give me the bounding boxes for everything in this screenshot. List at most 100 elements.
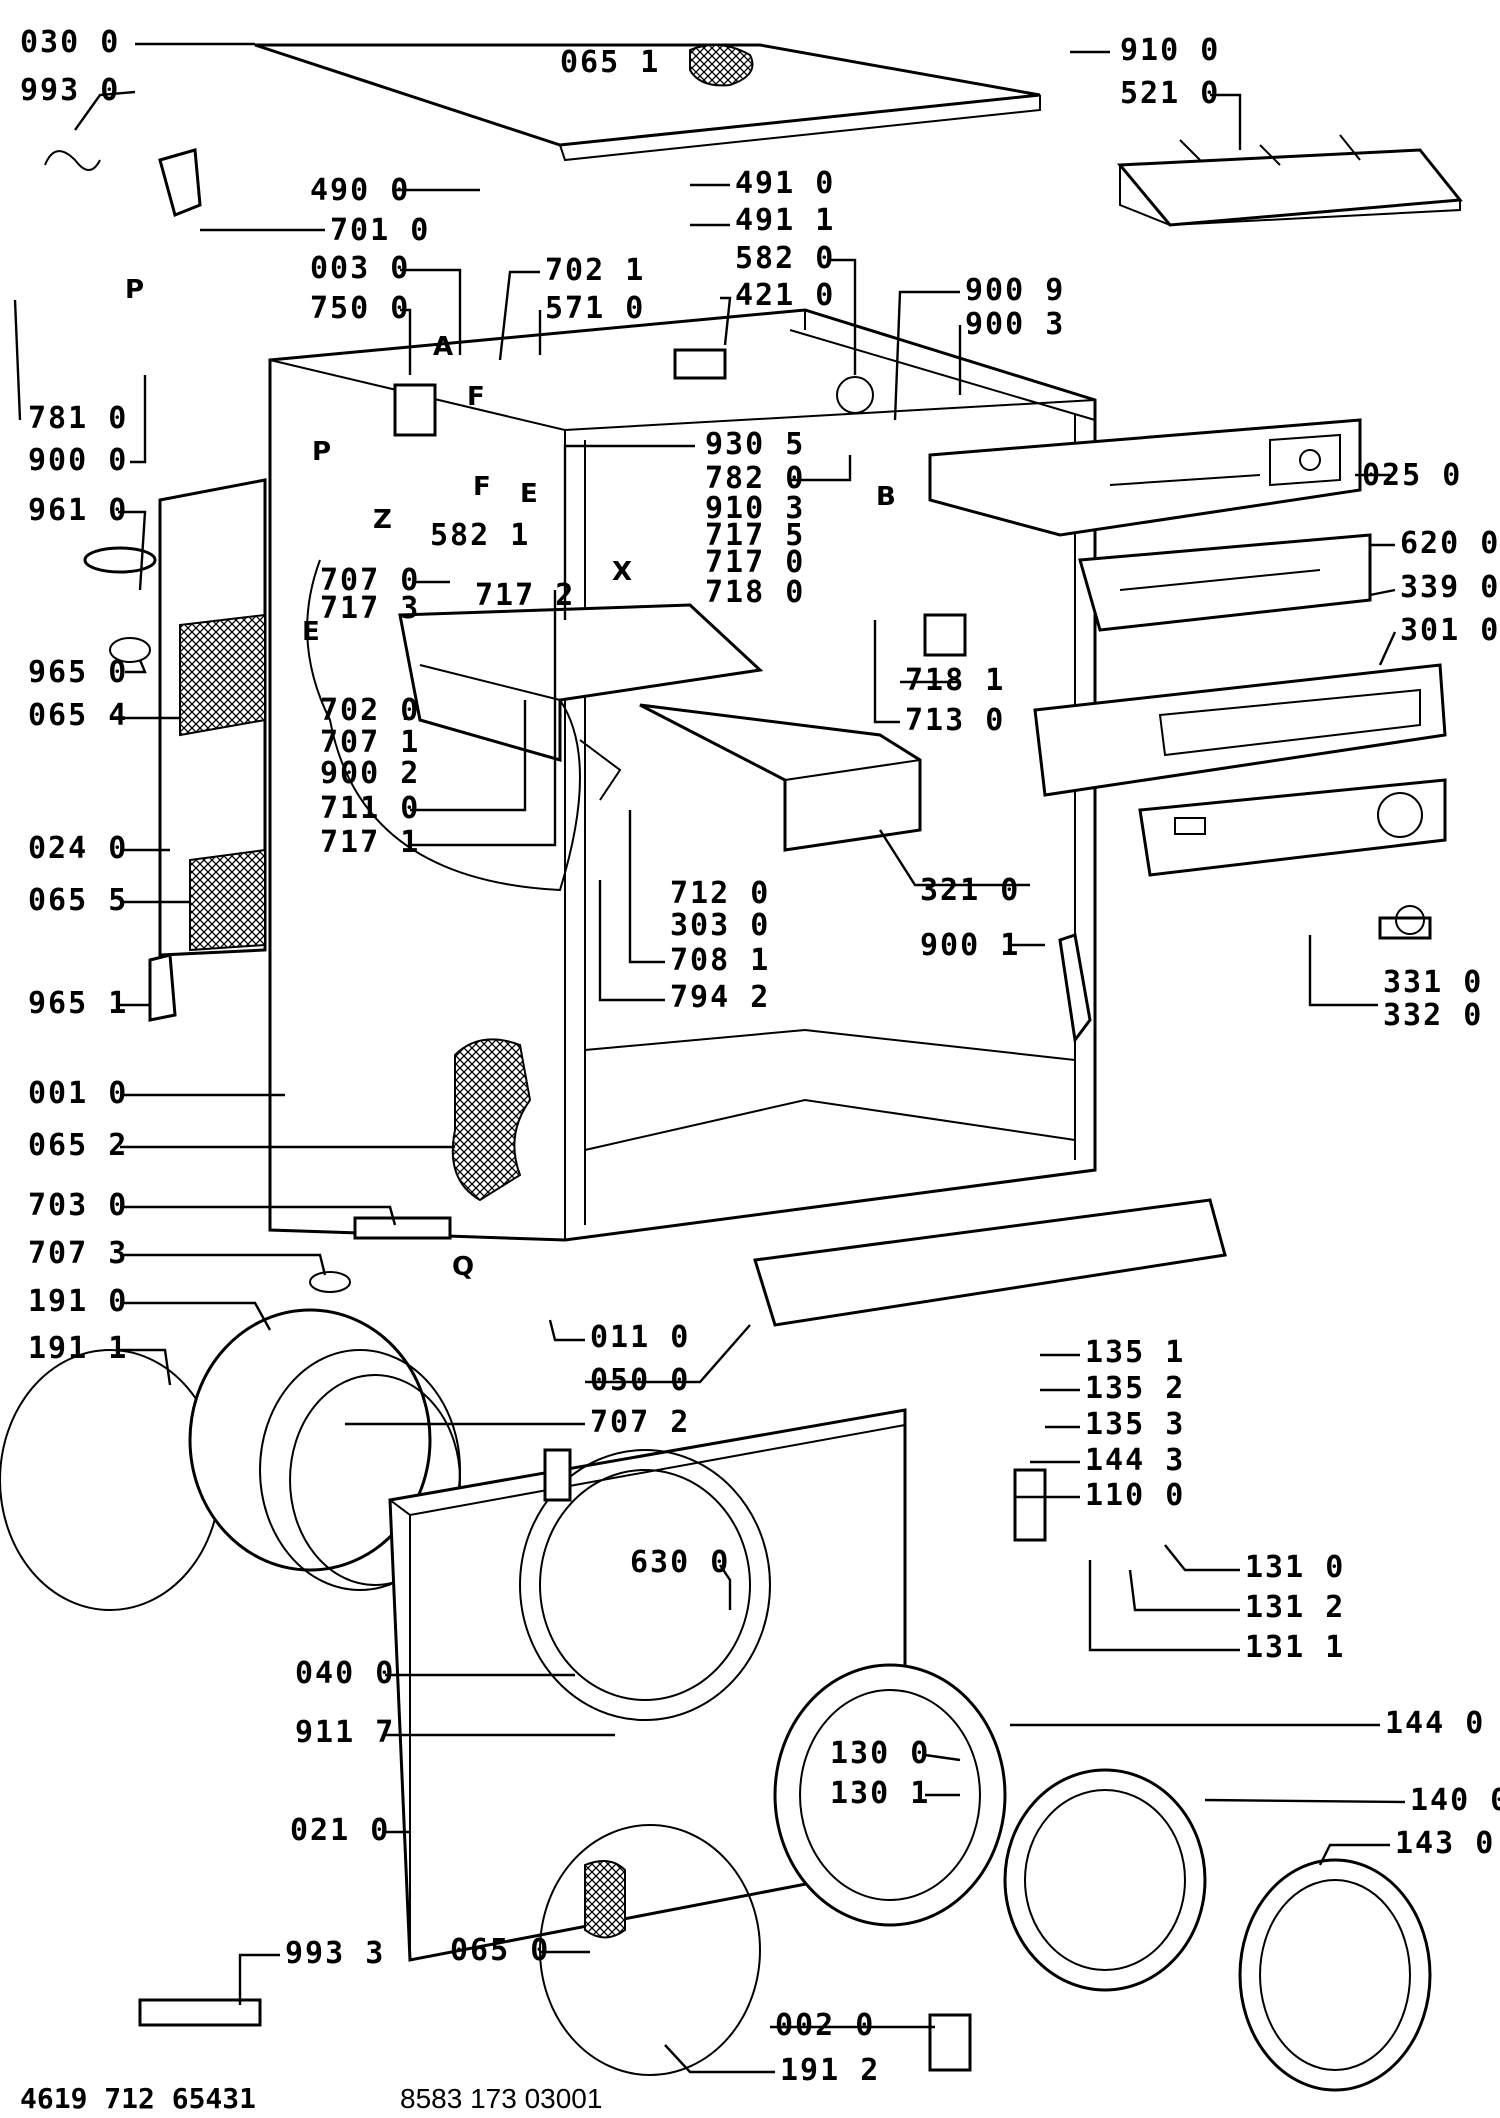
callout-c3010: 301 0: [1400, 613, 1500, 648]
callout-c4210: 421 0: [735, 278, 835, 313]
ref-letter-8: X: [612, 557, 632, 587]
callout-c7181: 718 1: [905, 663, 1005, 698]
callout-c0655: 065 5: [28, 883, 128, 918]
control-module: [1116, 134, 1463, 227]
electronic-board: [1078, 533, 1372, 632]
callout-c1910: 191 0: [28, 1284, 128, 1319]
fascia-panel: [1033, 663, 1447, 797]
callout-c9117: 911 7: [295, 1715, 395, 1750]
callout-c9003: 900 3: [965, 307, 1065, 342]
footer-right-code: 8583 173 03001: [400, 2083, 602, 2114]
ref-letter-6: Z: [373, 505, 392, 535]
callout-c7175: 717 5: [705, 518, 805, 553]
callout-c7810: 781 0: [28, 401, 128, 436]
callout-c7180: 718 0: [705, 575, 805, 610]
callout-c7120: 712 0: [670, 876, 770, 911]
callout-c1430: 143 0: [1395, 1826, 1495, 1861]
callout-c3030: 303 0: [670, 908, 770, 943]
callout-c7170: 717 0: [705, 545, 805, 580]
callout-c0010: 001 0: [28, 1076, 128, 1111]
callout-c1912: 191 2: [780, 2053, 880, 2088]
ref-letter-0: P: [125, 275, 144, 305]
dispenser-housing: [306, 559, 764, 892]
callout-c4910: 491 0: [735, 166, 835, 201]
callout-c0110: 011 0: [590, 1320, 690, 1355]
plinth: [753, 1198, 1227, 1327]
callout-c1311: 131 1: [1245, 1630, 1345, 1665]
callout-c7071: 707 1: [320, 725, 420, 760]
detergent-drawer: [639, 703, 922, 852]
callout-c9933: 993 3: [285, 1936, 385, 1971]
callout-c0250: 025 0: [1362, 458, 1462, 493]
callout-c1440: 144 0: [1385, 1706, 1485, 1741]
callout-c4911: 491 1: [735, 203, 835, 238]
callout-c9610: 961 0: [28, 493, 128, 528]
leader-lines: [13, 42, 1406, 2074]
callout-c4900: 490 0: [310, 173, 410, 208]
callout-c0500: 050 0: [590, 1363, 690, 1398]
callout-c0651a: 065 1: [560, 45, 660, 80]
callout-c7020: 702 0: [320, 693, 420, 728]
callout-c9009: 900 9: [965, 273, 1065, 308]
callout-c7070: 707 0: [320, 563, 420, 598]
control-panel-upper: [928, 418, 1362, 537]
callout-c1353: 135 3: [1085, 1407, 1185, 1442]
ref-letter-1: A: [433, 332, 453, 362]
callout-c9103: 910 3: [705, 491, 805, 526]
callout-c0652: 065 2: [28, 1128, 128, 1163]
ref-letter-10: Q: [452, 1252, 474, 1282]
callout-c7500: 750 0: [310, 291, 410, 326]
callout-c7173: 717 3: [320, 591, 420, 626]
callout-c1400: 140 0: [1410, 1783, 1500, 1818]
callout-c0240: 024 0: [28, 831, 128, 866]
callout-c1310: 131 0: [1245, 1550, 1345, 1585]
door-boot-seal: [0, 1308, 461, 1611]
callout-c1100: 110 0: [1085, 1478, 1185, 1513]
callout-c7820: 782 0: [705, 461, 805, 496]
callout-c9651: 965 1: [28, 986, 128, 1021]
callout-c7010: 701 0: [330, 213, 430, 248]
callout-c7110: 711 0: [320, 791, 420, 826]
callout-c1312: 131 2: [1245, 1590, 1345, 1625]
top-cover: [254, 43, 1041, 162]
callout-c6200: 620 0: [1400, 526, 1500, 561]
small-parts: [44, 148, 1432, 2072]
callout-c3320: 332 0: [1383, 998, 1483, 1033]
callout-c9002: 900 2: [320, 756, 420, 791]
callout-c6300: 630 0: [630, 1545, 730, 1580]
callout-c7030: 703 0: [28, 1188, 128, 1223]
side-panel: [158, 478, 267, 957]
callout-c1911: 191 1: [28, 1331, 128, 1366]
callout-c3310: 331 0: [1383, 965, 1483, 1000]
ref-letter-7: B: [876, 482, 896, 512]
callout-c0650: 065 0: [450, 1933, 550, 1968]
ref-letter-2: F: [467, 382, 485, 412]
callout-c9001: 900 1: [920, 928, 1020, 963]
door-frame: [773, 1663, 1007, 1927]
cabinet-body: [268, 308, 1097, 1242]
callout-c9930: 993 0: [20, 73, 120, 108]
callout-c9100: 910 0: [1120, 33, 1220, 68]
callout-c5210: 521 0: [1120, 76, 1220, 111]
callout-c7073: 707 3: [28, 1236, 128, 1271]
ref-letter-5: E: [520, 479, 538, 509]
program-panel: [1138, 778, 1447, 877]
door-ring: [1238, 1858, 1432, 2092]
ref-letter-9: E: [302, 617, 320, 647]
callout-c1352: 135 2: [1085, 1371, 1185, 1406]
ref-letter-3: P: [312, 437, 331, 467]
callout-c0210: 021 0: [290, 1813, 390, 1848]
callout-c0030: 003 0: [310, 251, 410, 286]
callout-c7172: 717 2: [475, 578, 575, 613]
door-glass: [1003, 1768, 1207, 1992]
callout-c0400: 040 0: [295, 1656, 395, 1691]
callout-c0020: 002 0: [775, 2008, 875, 2043]
callout-c9305: 930 5: [705, 427, 805, 462]
ref-letter-4: F: [473, 472, 491, 502]
callout-c5821: 582 1: [430, 518, 530, 553]
callout-c0300: 030 0: [20, 25, 120, 60]
callout-c7130: 713 0: [905, 703, 1005, 738]
callout-c5710: 571 0: [545, 291, 645, 326]
